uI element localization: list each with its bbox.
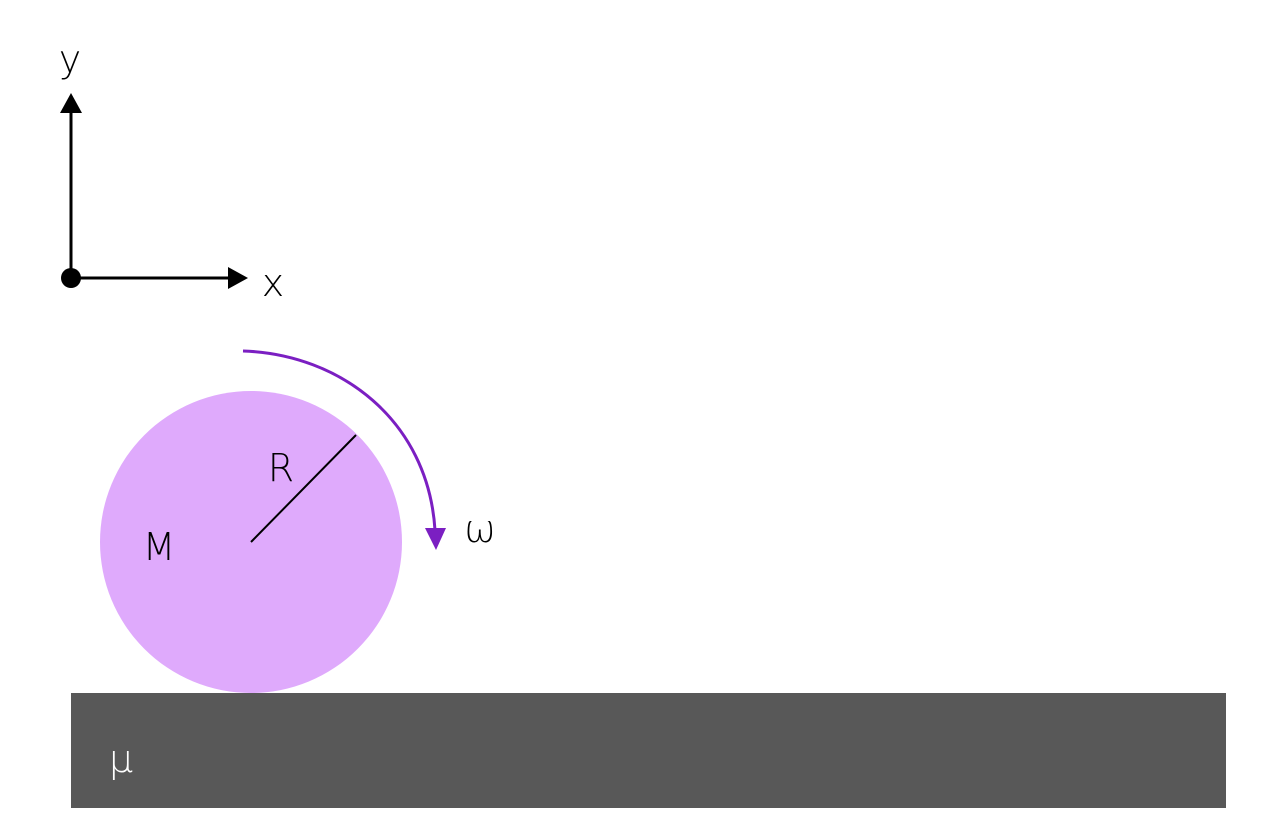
y-axis-arrowhead [60,93,82,113]
x-axis-label: x [262,261,285,305]
rotation-arrowhead [425,528,446,550]
disk: R M [100,391,402,693]
mass-label: M [143,525,176,569]
ground-block [71,693,1226,808]
radius-line [250,434,357,543]
y-axis-label: y [59,37,82,81]
friction-coefficient-label: μ [109,737,133,781]
rotation-arrow: ω [242,349,496,551]
rotation-arc [242,349,437,531]
x-axis-arrowhead [228,267,248,289]
radius-label: R [268,446,294,490]
coordinate-axes: y x [59,37,285,305]
origin-dot [61,268,81,288]
angular-velocity-label: ω [464,507,496,551]
ground-surface: μ [71,693,1226,808]
